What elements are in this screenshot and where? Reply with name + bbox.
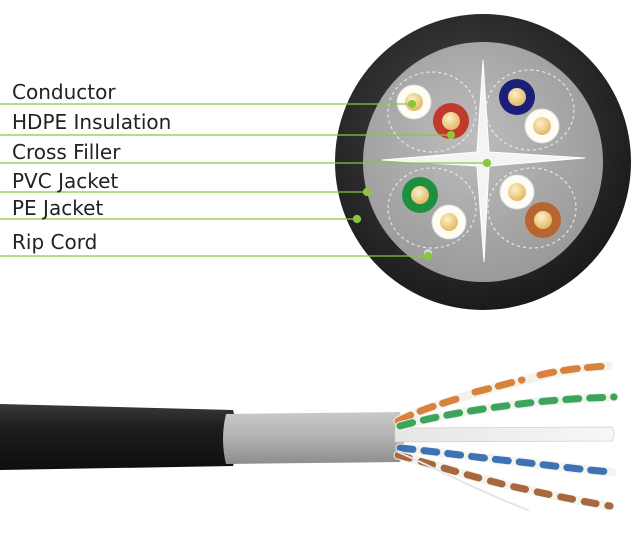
outer-jacket-black [0, 404, 238, 470]
inner-jacket-grey [223, 412, 404, 464]
cable-side-view [0, 361, 619, 511]
label-cross-filler: Cross Filler [12, 140, 121, 164]
wire-pair-green [402, 177, 467, 240]
filler-stub [394, 426, 615, 443]
twisted-pairs [393, 361, 619, 511]
leader-lines [0, 99, 492, 261]
wire-pair-brown [499, 174, 561, 238]
label-rip-cord: Rip Cord [12, 230, 98, 254]
wire-pair-blue [499, 79, 560, 144]
label-pe-jacket: PE Jacket [12, 196, 104, 220]
label-pvc-jacket: PVC Jacket [12, 169, 119, 193]
pair-group-outlines [387, 69, 577, 249]
label-hdpe-insulation: HDPE Insulation [12, 110, 172, 134]
label-conductor: Conductor [12, 80, 116, 104]
